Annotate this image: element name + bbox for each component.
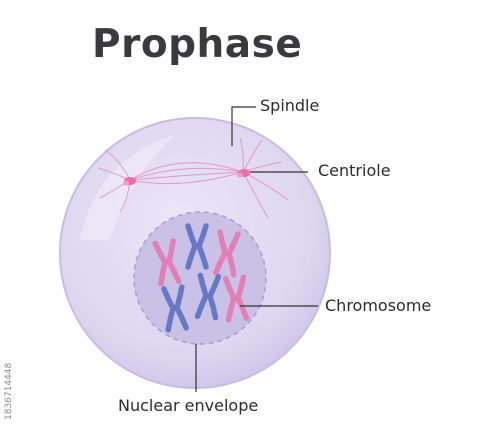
nuclear-envelope-label: Nuclear envelope (118, 396, 259, 415)
cell-highlight (80, 135, 175, 240)
chromosome-group (152, 223, 250, 333)
spindle-label: Spindle (260, 96, 320, 115)
chromosome (152, 238, 182, 287)
centriole-label: Centriole (318, 161, 391, 180)
chromosome-label: Chromosome (325, 296, 432, 315)
leader-lines (195, 106, 318, 392)
chromosome (222, 274, 250, 323)
chromosome (185, 223, 209, 270)
page-title: Prophase (92, 22, 303, 67)
chromosome (194, 272, 222, 321)
centriole-right (237, 169, 250, 178)
chromosome (213, 229, 241, 278)
spindle-leader-line (231, 106, 256, 146)
centriole-left (123, 177, 136, 186)
stock-image-code: 1836714448 (4, 362, 14, 420)
chromosome (161, 284, 189, 333)
